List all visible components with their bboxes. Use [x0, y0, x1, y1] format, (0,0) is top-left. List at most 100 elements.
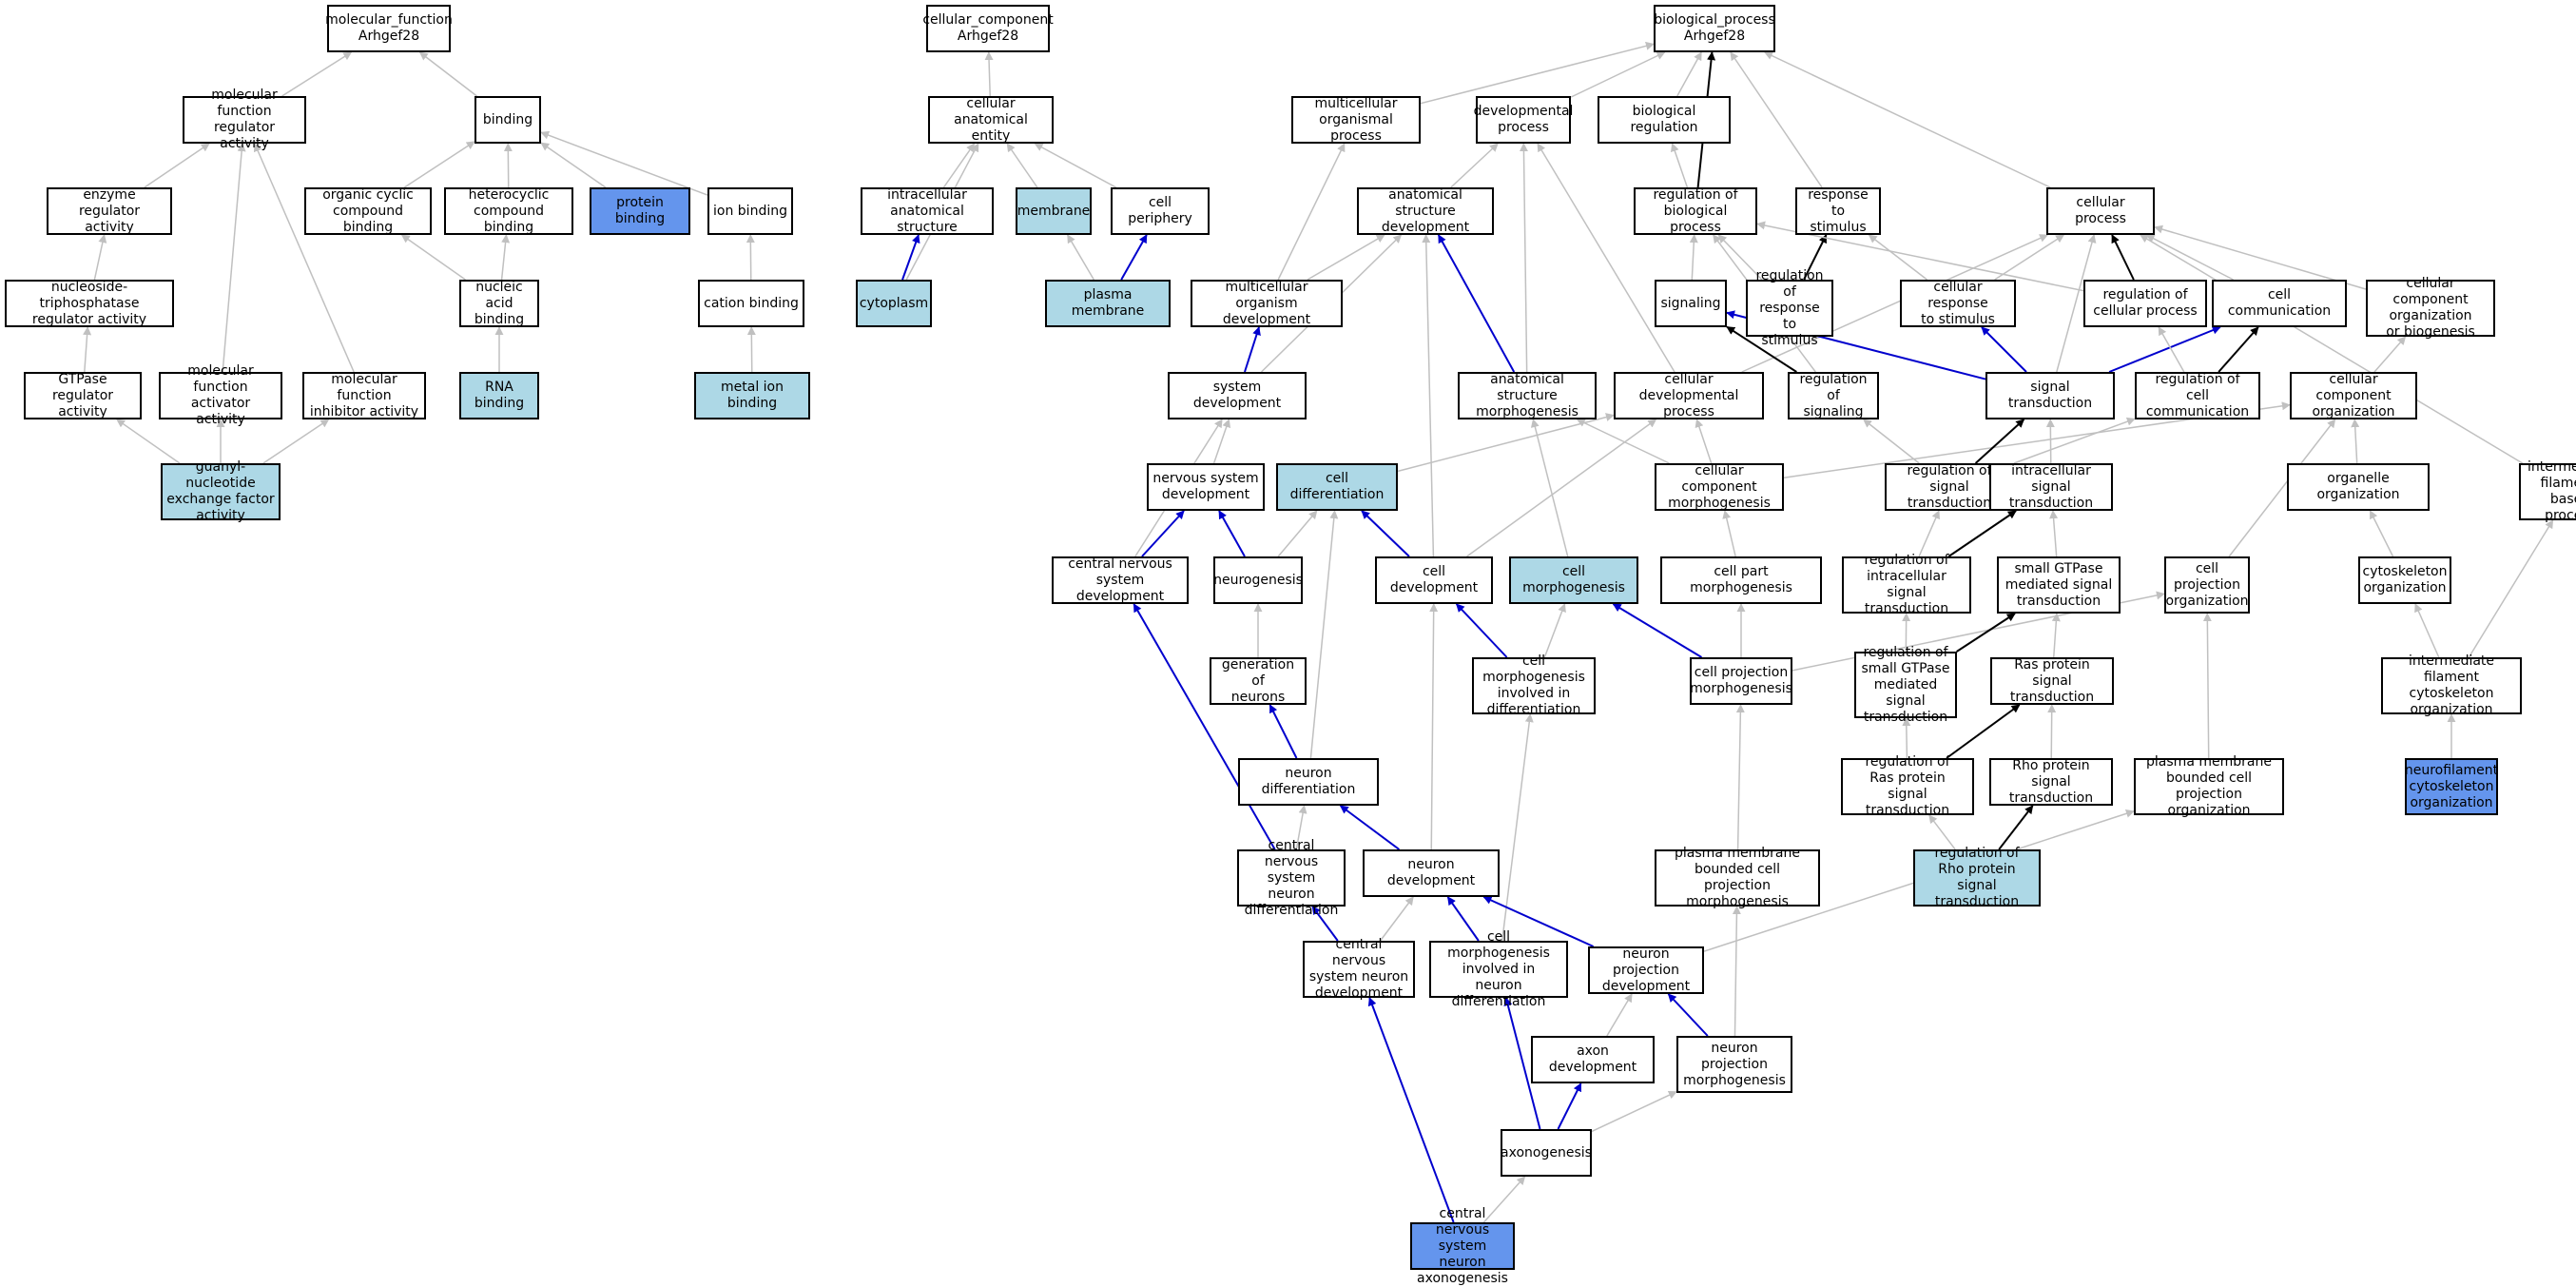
go-term-node-cc[interactable]: cellular_component Arhgef28 — [926, 5, 1050, 52]
go-term-node-npm[interactable]: neuron projection morphogenesis — [1676, 1036, 1792, 1093]
go-term-node-nsd[interactable]: nervous system development — [1147, 463, 1265, 511]
go-term-node-pm[interactable]: plasma membrane — [1045, 280, 1171, 327]
go-term-node-cdp[interactable]: cellular developmental process — [1614, 372, 1764, 419]
go-term-node-binding[interactable]: binding — [475, 96, 541, 144]
edge-part_of-st-to-ccomm — [2109, 327, 2220, 372]
go-term-node-gon[interactable]: generation of neurons — [1210, 657, 1307, 705]
go-term-node-signaling[interactable]: signaling — [1655, 280, 1727, 327]
go-term-node-cnsna[interactable]: central nervous system neuron axonogenes… — [1410, 1222, 1515, 1270]
edge-is_a-crs-to-cellp — [1995, 235, 2064, 280]
go-term-node-npd[interactable]: neuron projection development — [1588, 946, 1704, 994]
go-term-node-ist[interactable]: intracellular signal transduction — [1989, 463, 2113, 511]
go-term-node-ccm[interactable]: cellular component morphogenesis — [1655, 463, 1784, 511]
go-term-node-sysdev[interactable]: system development — [1168, 372, 1307, 419]
go-term-node-st[interactable]: signal transduction — [1985, 372, 2115, 419]
go-term-node-neurogenesis[interactable]: neurogenesis — [1213, 556, 1303, 604]
go-term-node-rist[interactable]: regulation of intracellular signal trans… — [1842, 556, 1971, 614]
go-term-node-cnsd[interactable]: central nervous system development — [1052, 556, 1189, 604]
go-term-node-cnsnd[interactable]: central nervous system neuron differenti… — [1237, 849, 1346, 907]
go-term-node-cprojm[interactable]: cell projection morphogenesis — [1690, 657, 1792, 705]
edge-is_a-mod-to-asd — [1307, 235, 1385, 280]
edge-is_a-ras-to-sgtpase — [2054, 614, 2057, 657]
go-term-node-axdev[interactable]: axon development — [1531, 1036, 1655, 1083]
go-term-node-mib[interactable]: metal ion binding — [694, 372, 810, 419]
edge-regulates-rsgtpase-to-sgtpase — [1957, 614, 2015, 652]
go-term-node-ifco[interactable]: intermediate filament cytoskeleton organ… — [2381, 657, 2522, 714]
go-term-node-catb[interactable]: cation binding — [698, 280, 804, 327]
go-term-node-occb[interactable]: organic cyclic compound binding — [304, 187, 432, 235]
go-term-node-cpm[interactable]: cell part morphogenesis — [1660, 556, 1822, 604]
go-term-node-gnef[interactable]: guanyl-nucleotide exchange factor activi… — [161, 463, 281, 520]
go-term-node-rsgtpase[interactable]: regulation of small GTPase mediated sign… — [1854, 652, 1957, 718]
go-term-node-ndev[interactable]: neuron development — [1363, 849, 1500, 897]
go-term-node-regsig[interactable]: regulation of signaling — [1788, 372, 1879, 419]
go-term-node-bioreg[interactable]: biological regulation — [1598, 96, 1731, 144]
edge-regulates-rrho-to-rho — [1999, 806, 2033, 849]
go-term-node-celldiff[interactable]: cell differentiation — [1276, 463, 1398, 511]
go-term-node-asm[interactable]: anatomical structure morphogenesis — [1458, 372, 1597, 419]
edge-is_a-axonogenesis-to-npm — [1592, 1092, 1676, 1132]
go-term-node-era[interactable]: enzyme regulator activity — [47, 187, 172, 235]
go-term-node-cae[interactable]: cellular anatomical entity — [928, 96, 1054, 144]
go-term-node-devp[interactable]: developmental process — [1476, 96, 1571, 144]
go-term-node-rho[interactable]: Rho protein signal transduction — [1989, 758, 2113, 806]
go-term-node-nfco[interactable]: neurofilament cytoskeleton organization — [2405, 758, 2498, 815]
go-term-node-nab[interactable]: nucleic acid binding — [459, 280, 539, 327]
go-term-node-rts[interactable]: response to stimulus — [1795, 187, 1881, 235]
go-term-node-rnab[interactable]: RNA binding — [459, 372, 539, 419]
go-term-node-rcp[interactable]: regulation of cellular process — [2083, 280, 2207, 327]
go-term-node-cpo[interactable]: cell projection organization — [2164, 556, 2250, 614]
edge-is_a-devp-to-bp — [1571, 52, 1665, 97]
go-term-node-rras[interactable]: regulation of Ras protein signal transdu… — [1841, 758, 1974, 815]
go-term-node-rcc[interactable]: regulation of cell communication — [2135, 372, 2260, 419]
go-term-node-ccomm[interactable]: cell communication — [2212, 280, 2347, 327]
go-term-node-asd[interactable]: anatomical structure development — [1357, 187, 1494, 235]
go-term-node-mfaa[interactable]: molecular function activator activity — [159, 372, 282, 419]
go-term-node-pmbcpo[interactable]: plasma membrane bounded cell projection … — [2134, 758, 2284, 815]
edge-is_a-nab-to-occb — [402, 235, 466, 280]
go-term-node-cperiph[interactable]: cell periphery — [1111, 187, 1210, 235]
edge-is_a-rst-to-regsig — [1864, 419, 1919, 463]
go-term-node-axonogenesis[interactable]: axonogenesis — [1501, 1129, 1592, 1177]
go-term-node-protb[interactable]: protein binding — [590, 187, 690, 235]
go-term-node-rrho[interactable]: regulation of Rho protein signal transdu… — [1913, 849, 2041, 907]
edge-is_a-regbp-to-bioreg — [1673, 144, 1688, 187]
go-term-node-cytoplasm[interactable]: cytoplasm — [856, 280, 932, 327]
go-term-node-pmbcpm[interactable]: plasma membrane bounded cell projection … — [1655, 849, 1820, 907]
go-term-node-ionb[interactable]: ion binding — [707, 187, 793, 235]
go-term-node-ndiff[interactable]: neuron differentiation — [1238, 758, 1379, 806]
go-term-node-rrs[interactable]: regulation of response to stimulus — [1746, 280, 1833, 337]
go-term-node-crs[interactable]: cellular response to stimulus — [1900, 280, 2016, 327]
go-term-node-cco[interactable]: cellular component organization — [2290, 372, 2417, 419]
go-term-node-gtpra[interactable]: GTPase regulator activity — [24, 372, 142, 419]
go-term-node-bp[interactable]: biological_process Arhgef28 — [1654, 5, 1775, 52]
go-term-node-ccob[interactable]: cellular component organization or bioge… — [2366, 280, 2495, 337]
go-term-node-mfia[interactable]: molecular function inhibitor activity — [302, 372, 426, 419]
go-term-node-cnsndev[interactable]: central nervous system neuron developmen… — [1303, 941, 1415, 998]
edge-is_a-rst-to-rcc — [2014, 419, 2135, 463]
go-term-node-oo[interactable]: organelle organization — [2287, 463, 2430, 511]
go-term-node-mf[interactable]: molecular_function Arhgef28 — [327, 5, 451, 52]
go-term-node-cellp[interactable]: cellular process — [2046, 187, 2155, 235]
go-term-node-cmind[interactable]: cell morphogenesis involved in neuron di… — [1429, 941, 1568, 998]
go-term-node-ias[interactable]: intracellular anatomical structure — [861, 187, 994, 235]
go-term-node-hcb[interactable]: heterocyclic compound binding — [444, 187, 573, 235]
go-term-node-ntpra[interactable]: nucleoside-triphosphatase regulator acti… — [5, 280, 174, 327]
go-term-node-sgtpase[interactable]: small GTPase mediated signal transductio… — [1997, 556, 2121, 614]
edge-is_a-rho-to-ras — [2051, 705, 2052, 758]
edge-part_of-asm-to-asd — [1439, 235, 1514, 372]
edge-part_of-celldev-to-celldiff — [1362, 511, 1409, 556]
go-term-node-cyto[interactable]: cytoskeleton organization — [2358, 556, 2451, 604]
go-term-node-membrane[interactable]: membrane — [1016, 187, 1092, 235]
go-term-node-ras[interactable]: Ras protein signal transduction — [1990, 657, 2114, 705]
go-term-node-cmid[interactable]: cell morphogenesis involved in different… — [1472, 657, 1596, 714]
go-term-node-ifbp[interactable]: intermediate filament-based process — [2519, 463, 2576, 520]
go-term-node-mod[interactable]: multicellular organism development — [1191, 280, 1343, 327]
edge-is_a-axdev-to-npd — [1607, 994, 1632, 1036]
go-term-node-celldev[interactable]: cell development — [1375, 556, 1493, 604]
go-term-node-mop[interactable]: multicellular organismal process — [1291, 96, 1421, 144]
go-term-node-regbp[interactable]: regulation of biological process — [1634, 187, 1757, 235]
go-term-node-cellmorph[interactable]: cell morphogenesis — [1509, 556, 1638, 604]
go-term-node-mfra[interactable]: molecular function regulator activity — [183, 96, 306, 144]
